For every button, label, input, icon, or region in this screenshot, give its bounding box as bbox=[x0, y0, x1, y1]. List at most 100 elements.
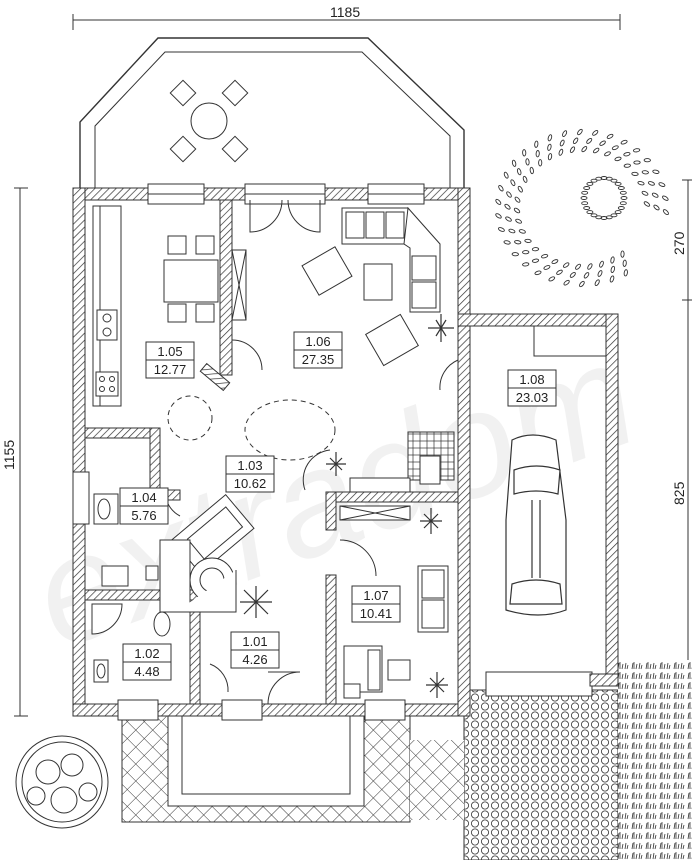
shrub-leaf bbox=[551, 259, 559, 265]
shrub-leaf bbox=[514, 240, 522, 245]
shrub-leaf bbox=[556, 269, 563, 275]
room-number: 1.05 bbox=[157, 344, 182, 359]
shrub-leaf bbox=[515, 218, 522, 224]
shrub-leaf bbox=[647, 181, 655, 186]
shrub-leaf bbox=[614, 181, 622, 186]
shrub-leaf bbox=[518, 229, 526, 234]
car-icon bbox=[505, 434, 567, 616]
room-107-furniture bbox=[343, 565, 449, 699]
shrub-leaf bbox=[592, 130, 599, 136]
garage-shelf bbox=[533, 325, 607, 357]
shrub-leaf bbox=[605, 176, 613, 181]
shrub-leaf bbox=[590, 178, 598, 183]
shrub-leaf bbox=[508, 228, 516, 234]
room-number: 1.04 bbox=[131, 490, 156, 505]
shrub-leaf bbox=[599, 140, 606, 146]
shrub-leaf bbox=[580, 196, 588, 200]
shrub-leaf bbox=[562, 262, 570, 268]
doors bbox=[164, 199, 459, 705]
shrub-leaf bbox=[652, 169, 660, 174]
shrub-leaf bbox=[497, 227, 505, 232]
shrub-leaf bbox=[583, 206, 591, 210]
shrub-leaf bbox=[543, 265, 551, 270]
shrub-leaf bbox=[569, 146, 576, 153]
shrub-leaf bbox=[641, 170, 649, 175]
shrub-leaf bbox=[609, 275, 615, 283]
shrub-leaf bbox=[562, 130, 568, 137]
shrub-leaf bbox=[610, 256, 615, 264]
shrub-leaf bbox=[577, 128, 583, 136]
shrub-leaf bbox=[538, 159, 543, 167]
shrub-leaf bbox=[595, 215, 603, 220]
shrub-leaf bbox=[623, 163, 631, 168]
shrub-leaf bbox=[619, 201, 627, 206]
shrub-leaf bbox=[599, 260, 604, 268]
shrub-leaf bbox=[622, 259, 627, 267]
shrub-leaf bbox=[587, 263, 593, 270]
shrub-leaf bbox=[505, 216, 512, 222]
shrub-leaf bbox=[620, 250, 625, 258]
shrub-leaf bbox=[633, 160, 641, 165]
shrub-leaf bbox=[534, 270, 542, 276]
room-area: 12.77 bbox=[154, 362, 187, 377]
kitchen-furniture bbox=[92, 205, 247, 407]
shrub-leaf bbox=[531, 258, 540, 263]
shrub-leaf bbox=[614, 210, 622, 215]
shrub-leaf bbox=[658, 182, 666, 187]
bathroom-fixtures bbox=[91, 493, 171, 683]
shrub-leaf bbox=[558, 148, 564, 156]
shrub-leaf bbox=[572, 137, 579, 145]
shrub-leaf bbox=[547, 153, 553, 161]
shrub-leaf bbox=[617, 186, 625, 190]
shrub-leaf bbox=[513, 207, 521, 214]
room-number: 1.02 bbox=[134, 646, 159, 661]
arches bbox=[167, 395, 336, 461]
windows bbox=[72, 183, 425, 721]
shrub-leaf bbox=[610, 213, 618, 218]
shrub-leaf bbox=[583, 272, 590, 279]
shrub-leaf bbox=[511, 159, 517, 167]
shrub-leaf bbox=[522, 149, 527, 157]
shrub-leaf bbox=[604, 151, 611, 157]
shrub-leaf bbox=[498, 184, 504, 192]
living-room-furniture bbox=[301, 206, 455, 521]
shrub-leaf bbox=[569, 271, 576, 278]
shrub-leaf bbox=[643, 201, 651, 207]
room-label-1-04: 1.045.76 bbox=[119, 487, 169, 525]
shrub-leaf bbox=[522, 250, 530, 255]
shrub-leaf bbox=[581, 146, 588, 153]
round-shrub bbox=[15, 735, 109, 829]
shrub-leaf bbox=[525, 158, 530, 166]
room-number: 1.07 bbox=[363, 588, 388, 603]
shrub-leaf bbox=[575, 263, 581, 270]
shrub-leaf bbox=[559, 139, 565, 147]
shrub-leaf bbox=[503, 240, 511, 245]
shrub-leaf bbox=[620, 196, 628, 200]
shrub-leaf bbox=[611, 145, 619, 151]
room-area: 4.26 bbox=[242, 652, 267, 667]
dimension-right-middle: 825 bbox=[671, 481, 687, 505]
shrub-leaf bbox=[662, 195, 669, 201]
shrub-leaf bbox=[614, 156, 622, 162]
shrub-leaf bbox=[586, 210, 594, 215]
shrub-leaf bbox=[590, 213, 598, 218]
shrub-leaf bbox=[522, 262, 530, 267]
shrub-leaf bbox=[631, 171, 639, 176]
shrub-leaf bbox=[637, 180, 645, 186]
dimension-left-height: 1155 bbox=[1, 440, 17, 470]
dimension-right-upper: 270 bbox=[671, 231, 687, 255]
shrub-decoration bbox=[495, 128, 669, 288]
shrub-leaf bbox=[495, 213, 502, 219]
shrub-leaf bbox=[531, 247, 540, 252]
shrub-leaf bbox=[504, 203, 511, 210]
shrub-leaf bbox=[623, 269, 628, 277]
shrub-leaf bbox=[583, 186, 591, 190]
room-area: 10.62 bbox=[234, 476, 267, 491]
shrub-leaf bbox=[529, 166, 534, 175]
driveway bbox=[463, 689, 619, 860]
shrub-leaf bbox=[623, 152, 631, 157]
